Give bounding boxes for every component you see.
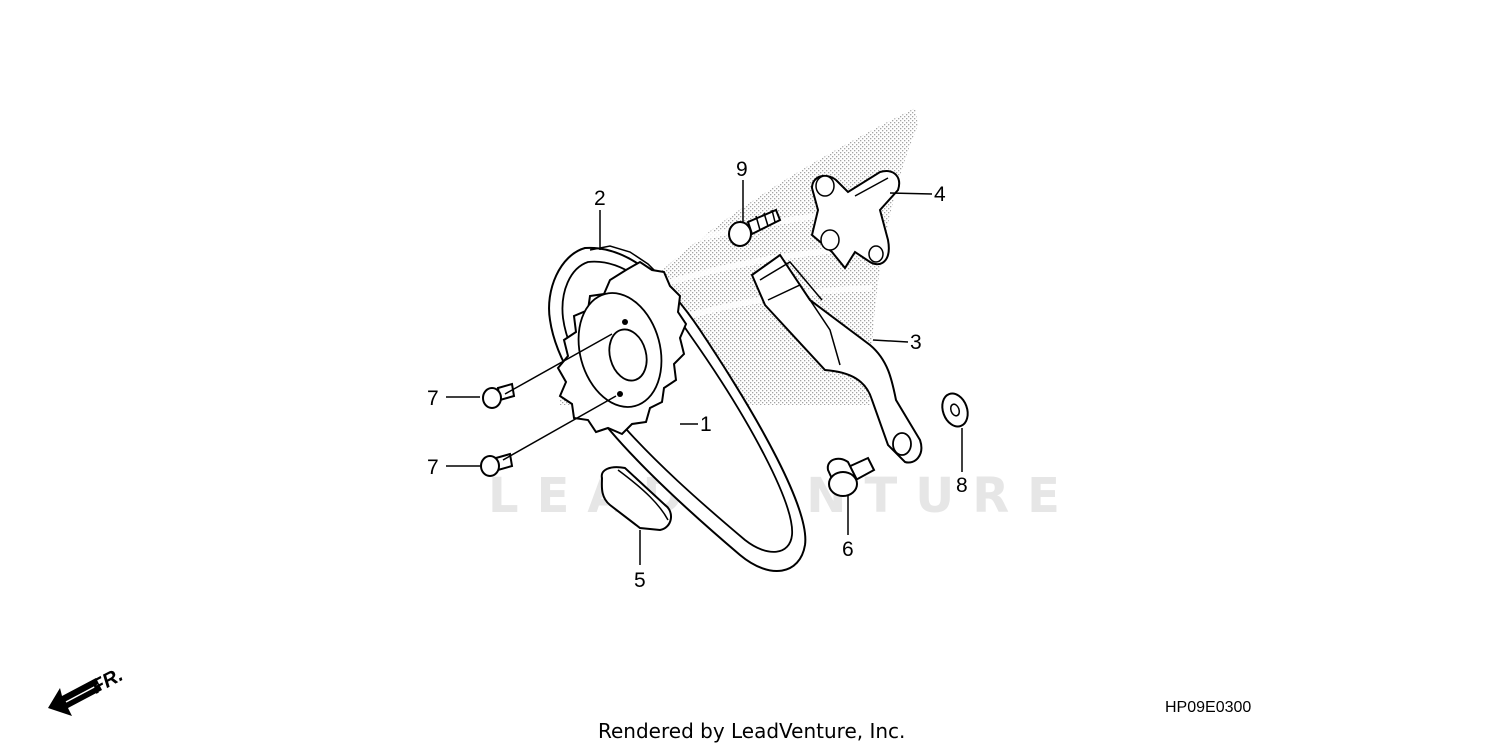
sprocket-bolt-7a — [482, 382, 516, 409]
callout-4: 4 — [934, 183, 946, 206]
flange-bolt-9 — [728, 208, 782, 247]
callout-1: 1 — [700, 413, 712, 436]
callout-3: 3 — [910, 331, 922, 354]
callout-9: 9 — [736, 158, 748, 181]
footer-credit: Rendered by LeadVenture, Inc. — [598, 719, 905, 743]
leader-lines — [446, 180, 963, 565]
tensioner-bracket — [810, 170, 900, 270]
callout-6: 6 — [842, 538, 854, 561]
sprocket-bolt-7b — [480, 452, 514, 477]
callout-8: 8 — [956, 474, 968, 497]
callout-7a: 7 — [427, 387, 439, 410]
callout-2: 2 — [594, 187, 606, 210]
callout-5: 5 — [634, 569, 646, 592]
callout-7b: 7 — [427, 456, 439, 479]
washer-8 — [941, 392, 969, 428]
front-direction-arrow-icon — [48, 678, 102, 716]
tensioner-arm — [750, 253, 923, 464]
chain-slider — [600, 466, 672, 532]
drive-sprocket — [556, 260, 688, 436]
flange-bolt-6 — [826, 456, 876, 497]
diagram-code: HP09E0300 — [1165, 699, 1251, 716]
